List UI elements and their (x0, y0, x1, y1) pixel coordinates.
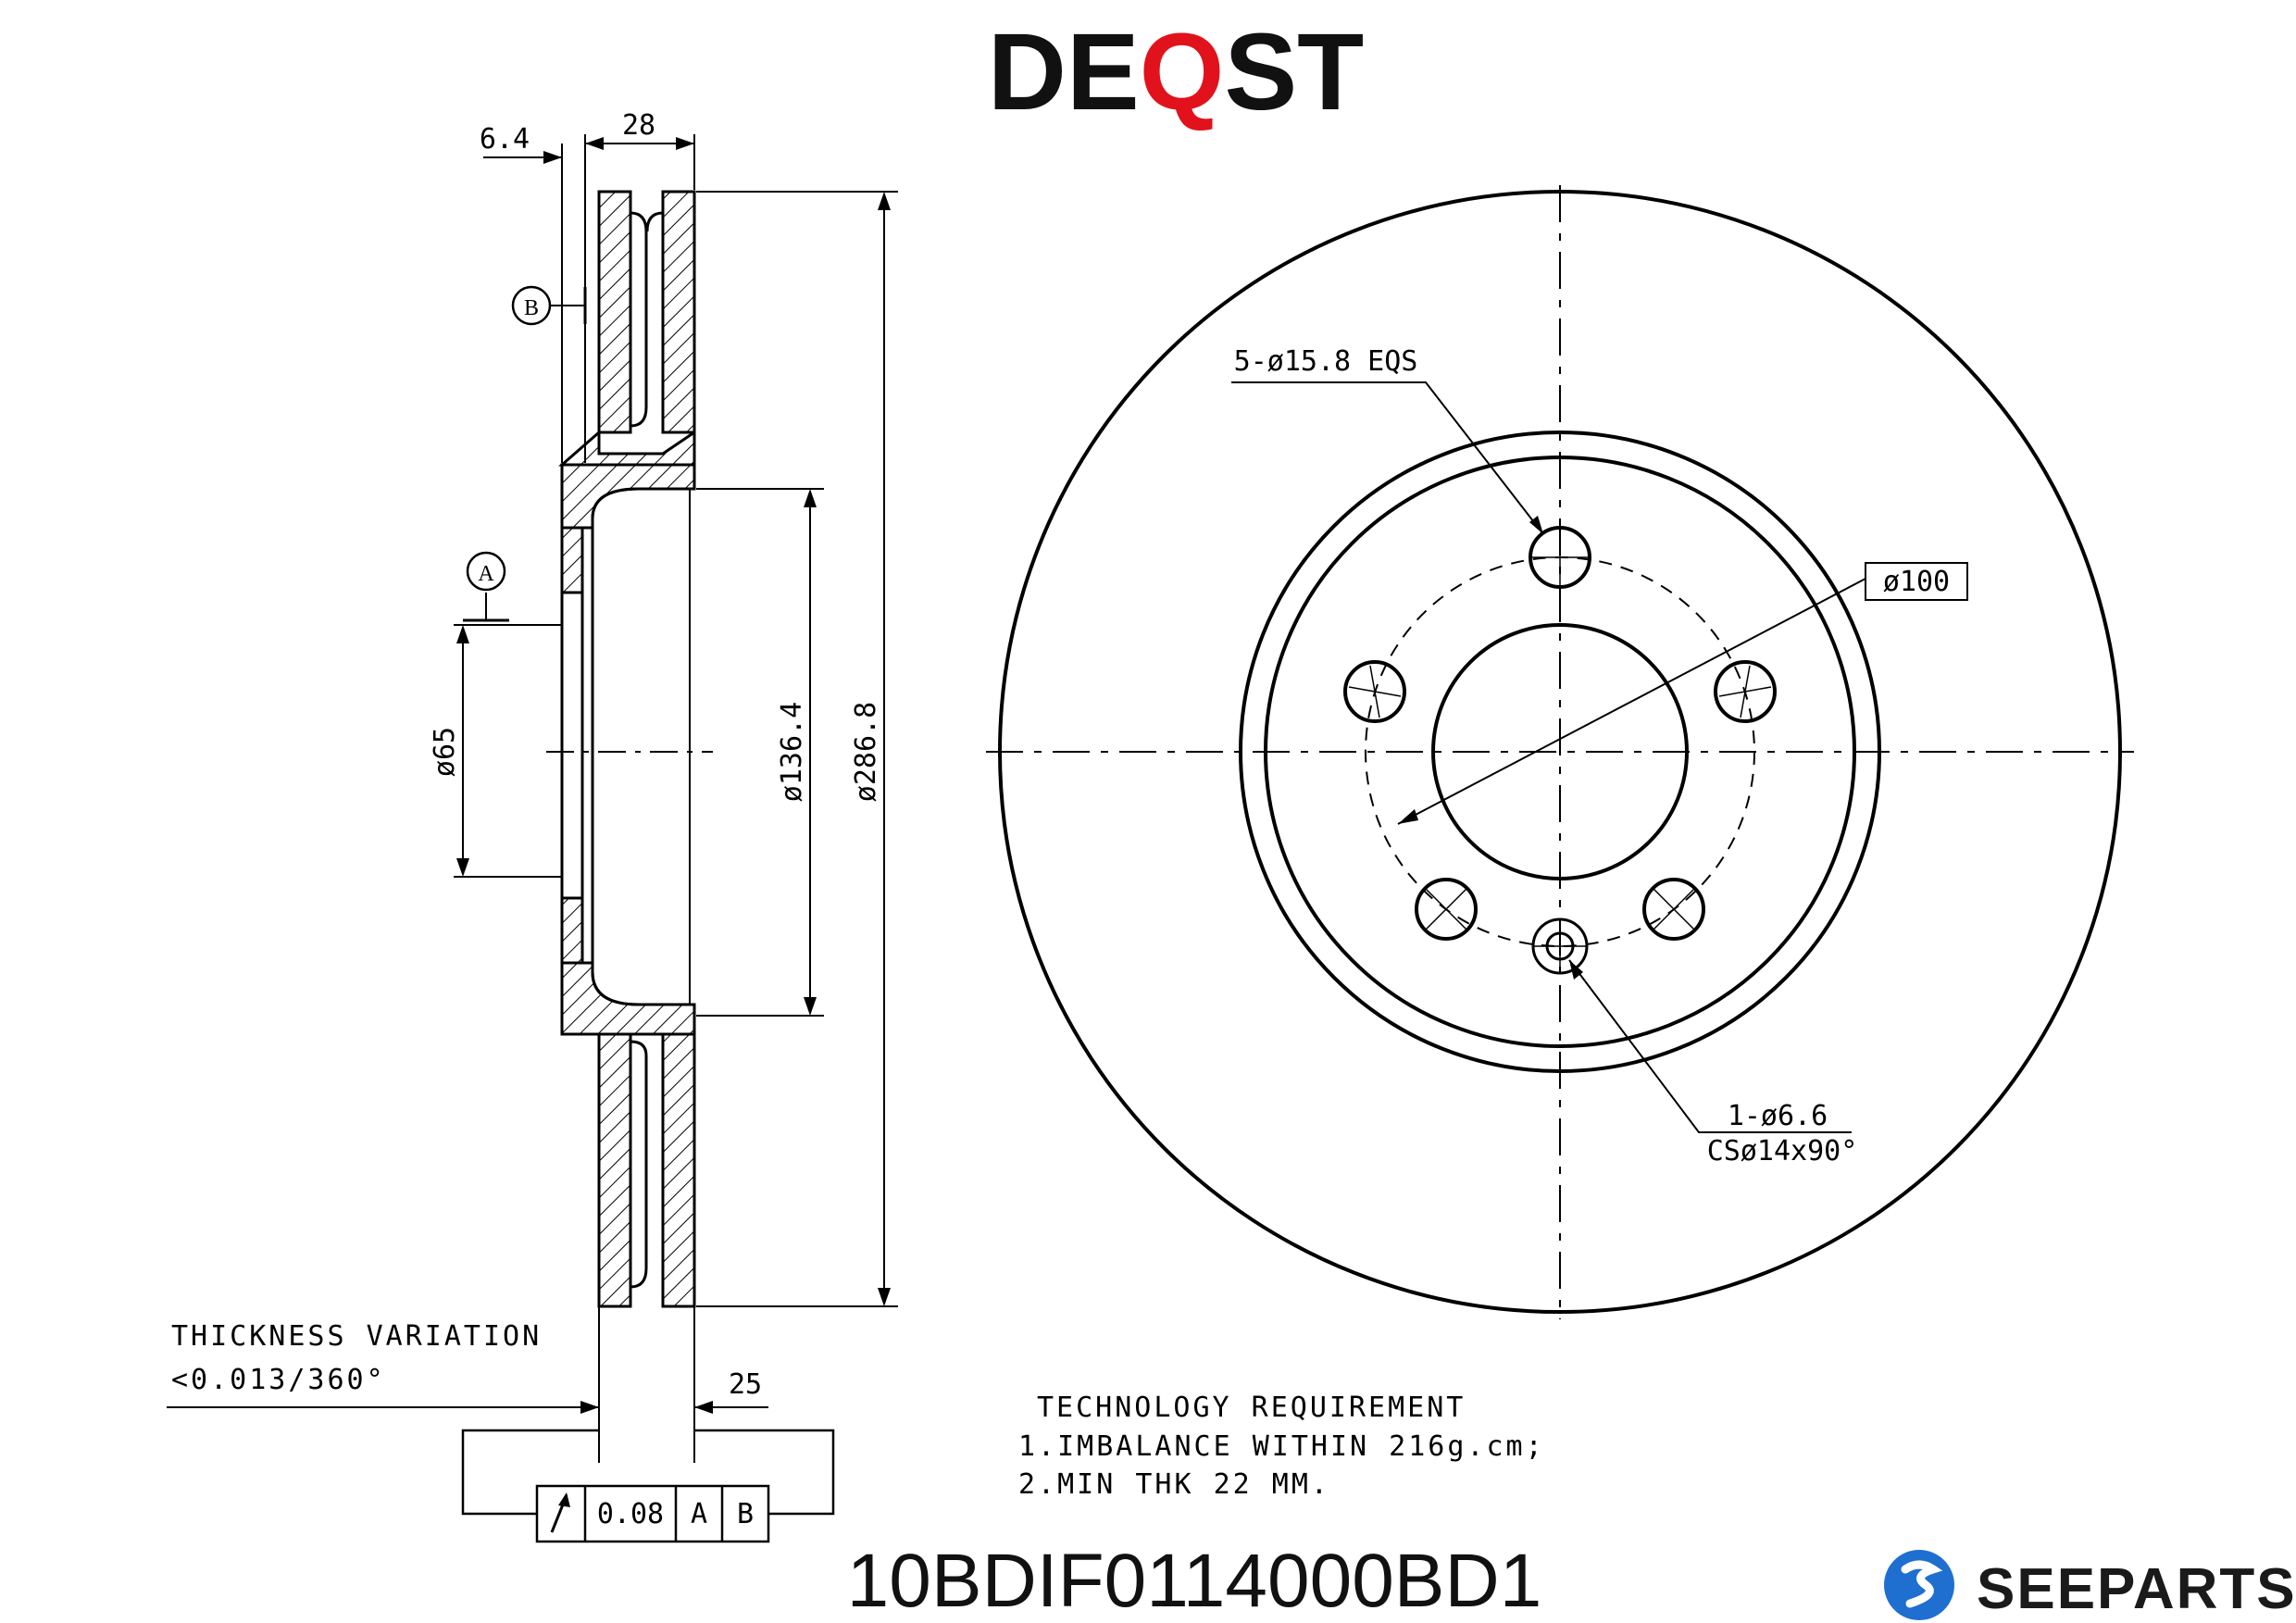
technology-requirement: TECHNOLOGY REQUIREMENT 1.IMBALANCE WITHI… (1018, 1392, 1545, 1501)
front-view (986, 185, 2134, 1319)
thickness-variation-value: <0.013/360° (171, 1364, 386, 1396)
pcd-label: ø100 (1883, 566, 1950, 598)
bolt-holes-label: 5-ø15.8 EQS (1234, 345, 1418, 378)
part-number: 10BDIF0114000BD1 (847, 1539, 1542, 1623)
svg-text:B: B (524, 296, 539, 320)
runout-arrow-icon (558, 1492, 570, 1507)
seeparts-logo: SEEPARTS (1884, 1550, 2296, 1621)
section-view (546, 190, 713, 1308)
front-leader-arrows (1398, 516, 1583, 980)
deqst-logo: DEQST (988, 11, 1365, 133)
thickness-variation: THICKNESS VARIATION <0.013/360° (171, 1320, 542, 1396)
seeparts-icon (1884, 1550, 1954, 1620)
svg-text:SEEPARTS: SEEPARTS (1977, 1557, 2296, 1621)
tolerance-value: 0.08 (597, 1498, 664, 1530)
thickness-variation-title: THICKNESS VARIATION (171, 1320, 542, 1353)
thickness-dim-label: 25 (729, 1368, 762, 1401)
datum-b-bubble: B (511, 285, 552, 326)
outer-dim-label: ø286.8 (850, 702, 882, 802)
pin-hole-label: 1-ø6.6 (1728, 1100, 1828, 1132)
section-dimensions (167, 134, 898, 1463)
requirement-2: 2.MIN THK 22 MM. (1018, 1468, 1330, 1501)
bore-dim-label: ø65 (429, 727, 461, 777)
datum-a-bubble: A (466, 551, 506, 592)
offset-dim-label: 6.4 (480, 123, 530, 156)
svg-text:A: A (478, 562, 494, 586)
tolerance-frame (461, 1429, 835, 1543)
svg-text:DEQST: DEQST (988, 11, 1365, 133)
requirement-1: 1.IMBALANCE WITHIN 216g.cm; (1018, 1430, 1545, 1463)
front-leaders (1231, 381, 1968, 1133)
requirements-title: TECHNOLOGY REQUIREMENT (1037, 1392, 1466, 1424)
section-arrows (456, 137, 891, 1414)
tolerance-ref-b: B (737, 1498, 754, 1530)
hat-dim-label: ø136.4 (776, 702, 808, 802)
countersink-label: CSø14x90° (1707, 1135, 1858, 1167)
tolerance-ref-a: A (691, 1498, 707, 1530)
width-dim-label: 28 (622, 109, 655, 142)
